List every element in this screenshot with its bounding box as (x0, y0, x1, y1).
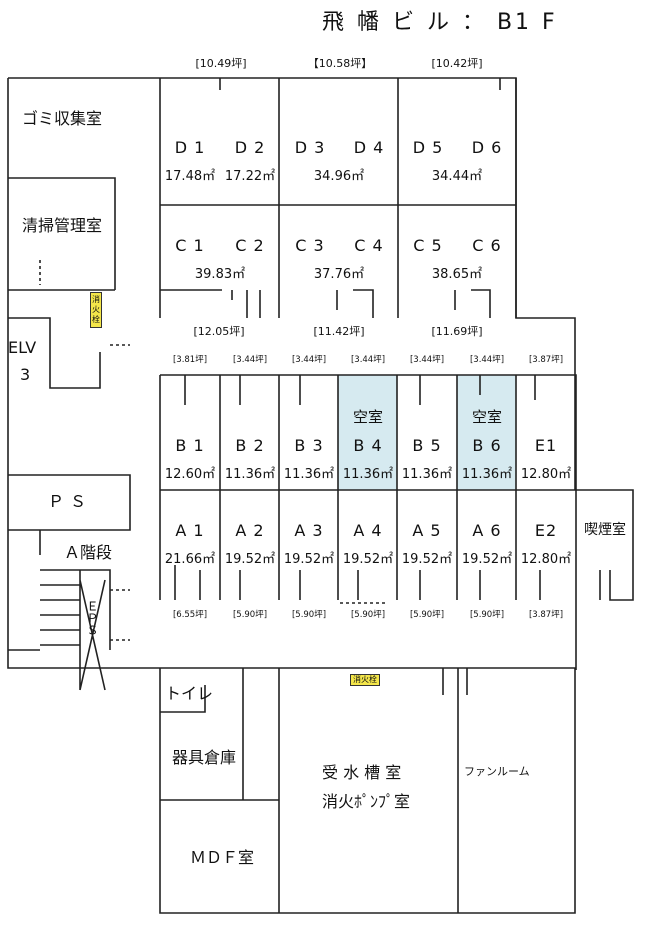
smoking-wall (576, 489, 634, 601)
eps-label: ＥＰＳ (85, 600, 99, 636)
d-c-block (159, 78, 516, 318)
area-c1c2: 39.83㎡ (194, 267, 246, 282)
tsubo-c3c4: [11.42坪] (313, 325, 365, 338)
tsubo-b5: [3.44坪] (409, 355, 445, 365)
area-d3d4: 34.96㎡ (313, 169, 365, 184)
unit-b2: B 2 (235, 436, 265, 455)
area-d5d6: 34.44㎡ (431, 169, 483, 184)
tsubo-a2: [5.90坪] (232, 610, 268, 620)
ba-grid (159, 374, 601, 670)
tsubo-d5d6: [10.42坪] (431, 57, 483, 70)
tsubo-a1: [6.55坪] (172, 610, 208, 620)
stairs-a: Ａ階段 (64, 543, 113, 562)
tsubo-d1d2: [10.49坪] (195, 57, 247, 70)
unit-c3: C 3 (295, 236, 325, 255)
unit-d2: D 2 (234, 138, 266, 157)
unit-d5: D 5 (412, 138, 444, 157)
area-d1: 17.48㎡ (164, 169, 216, 184)
area-a5: 19.52㎡ (401, 552, 453, 567)
cleaning-room: 清掃管理室 (22, 216, 103, 235)
tsubo-e2: [3.87坪] (528, 610, 564, 620)
unit-a2: A 2 (235, 521, 265, 540)
tsubo-b2: [3.44坪] (232, 355, 268, 365)
unit-a5: A 5 (412, 521, 442, 540)
area-b3: 11.36㎡ (283, 467, 335, 482)
unit-a6: A 6 (472, 521, 502, 540)
fire-hydrant-badge-left: 消火栓 (90, 292, 102, 328)
unit-d1: D 1 (174, 138, 206, 157)
area-b2: 11.36㎡ (224, 467, 276, 482)
area-a1: 21.66㎡ (164, 552, 216, 567)
ps-stairs (8, 474, 131, 691)
elv-number: 3 (20, 365, 31, 384)
smoking-room: 喫煙室 (584, 522, 626, 538)
tsubo-a3: [5.90坪] (291, 610, 327, 620)
area-a6: 19.52㎡ (461, 552, 513, 567)
unit-c5: C 5 (413, 236, 443, 255)
vacant-label-b6: 空室 (471, 408, 503, 426)
unit-d3: D 3 (294, 138, 326, 157)
tsubo-c5c6: [11.69坪] (431, 325, 483, 338)
unit-a4: A 4 (353, 521, 383, 540)
unit-b5: B 5 (412, 436, 442, 455)
fan-room: ファンルーム (464, 765, 530, 778)
area-b5: 11.36㎡ (401, 467, 453, 482)
unit-e1: E1 (534, 436, 558, 455)
toilet-room: トイレ (165, 684, 214, 703)
area-e1: 12.80㎡ (520, 467, 572, 482)
tsubo-b6: [3.44坪] (469, 355, 505, 365)
unit-d6: D 6 (471, 138, 503, 157)
garbage-room: ゴミ収集室 (22, 109, 103, 128)
area-a2: 19.52㎡ (224, 552, 276, 567)
elv-label: ELV (8, 338, 37, 357)
tsubo-a4: [5.90坪] (350, 610, 386, 620)
vacant-fill-b4 (338, 375, 397, 490)
unit-d4: D 4 (353, 138, 385, 157)
area-b6: 11.36㎡ (461, 467, 513, 482)
dashed-marks (39, 260, 385, 641)
water-tank-room: 受 水 槽 室 (322, 763, 402, 782)
unit-a3: A 3 (294, 521, 324, 540)
unit-c4: C 4 (354, 236, 384, 255)
tsubo-d3d4: 【10.58坪】 (307, 57, 373, 70)
unit-b3: B 3 (294, 436, 324, 455)
page-title: 飛 幡 ビ ル ： B1 F (322, 10, 558, 35)
vacant-fill-b6 (457, 375, 516, 490)
bottom-block (159, 667, 576, 914)
outer-wall (7, 77, 576, 669)
area-c5c6: 38.65㎡ (431, 267, 483, 282)
area-a4: 19.52㎡ (342, 552, 394, 567)
area-b1: 12.60㎡ (164, 467, 216, 482)
tsubo-b3: [3.44坪] (291, 355, 327, 365)
area-c3c4: 37.76㎡ (313, 267, 365, 282)
mdf-room: ＭＤＦ室 (190, 848, 255, 867)
unit-c2: C 2 (235, 236, 265, 255)
tsubo-e1: [3.87坪] (528, 355, 564, 365)
unit-e2: E2 (534, 521, 558, 540)
tsubo-a6: [5.90坪] (469, 610, 505, 620)
tsubo-b4: [3.44坪] (350, 355, 386, 365)
unit-b6: B 6 (472, 436, 502, 455)
area-e2: 12.80㎡ (520, 552, 572, 567)
vacant-label-b4: 空室 (352, 408, 384, 426)
equipment-room: 器具倉庫 (172, 748, 237, 767)
unit-c6: C 6 (472, 236, 502, 255)
unit-a1: A 1 (175, 521, 205, 540)
ps-room: ＰＳ (48, 492, 93, 511)
area-b4: 11.36㎡ (342, 467, 394, 482)
tsubo-b1: [3.81坪] (172, 355, 208, 365)
area-d2: 17.22㎡ (224, 169, 276, 184)
unit-b4: B 4 (353, 436, 383, 455)
tsubo-a5: [5.90坪] (409, 610, 445, 620)
unit-c1: C 1 (175, 236, 205, 255)
fire-pump-room: 消火ﾎﾟﾝﾌﾟ室 (322, 792, 411, 811)
fire-hydrant-badge-bottom: 消火栓 (350, 674, 380, 686)
area-a3: 19.52㎡ (283, 552, 335, 567)
tsubo-c1c2: [12.05坪] (193, 325, 245, 338)
unit-b1: B 1 (175, 436, 205, 455)
